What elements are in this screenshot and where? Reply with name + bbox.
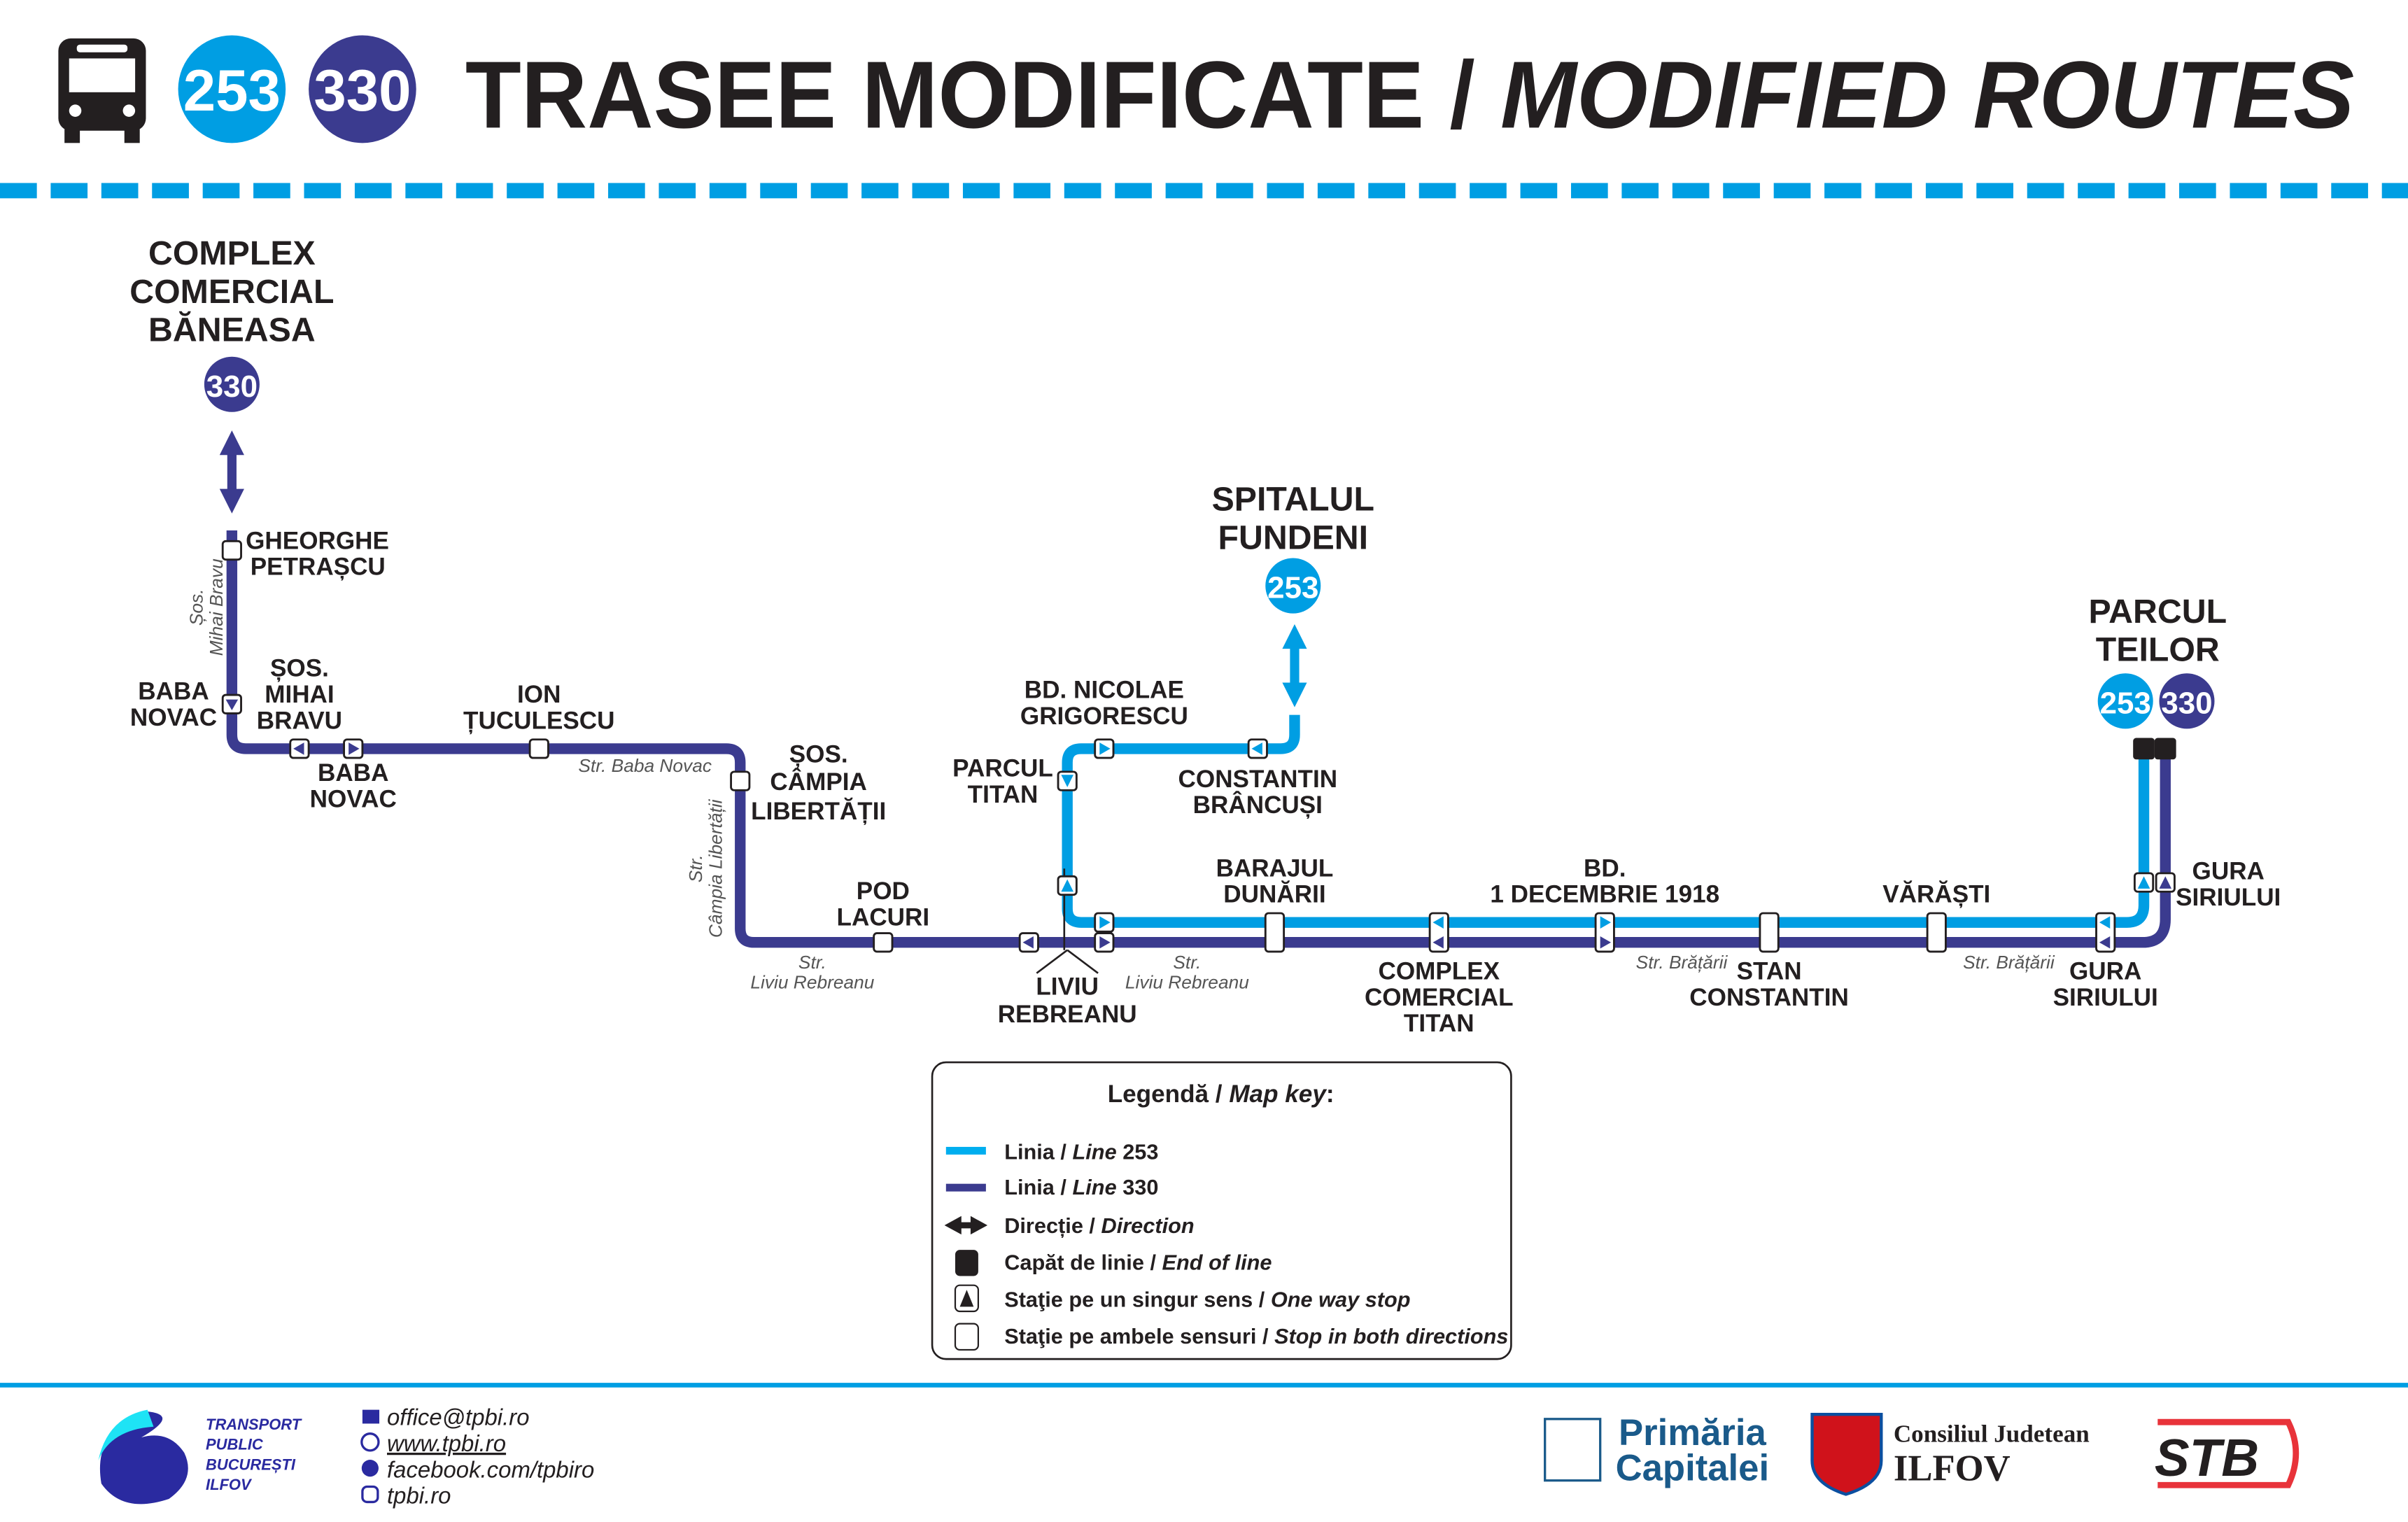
street-bratarii: Str. Brățării [1636,952,1728,973]
one-way-stop-icon [954,1284,980,1313]
street-campia-libertatii: Str.Câmpia Libertății [685,798,726,938]
direction-arrow-icon [219,430,244,514]
map-legend: Legendă / Map key: Linia / Line 253 Lini… [931,1061,1512,1360]
station-varasti: VĂRĂȘTI [1882,881,1990,908]
station-bd-1-decembrie: BD.1 DECEMBRIE 1918 [1490,854,1719,908]
street-liviu-rebreanu: Str.Liviu Rebreanu [1125,952,1249,993]
liviu-rebreanu-pointer [1066,949,1099,974]
stop-both-directions[interactable] [730,770,751,791]
badge-330 [204,356,260,412]
svg-text:STB: STB [2155,1428,2259,1487]
legend-item: Staţie pe ambele sensuri / Stop in both … [1004,1324,1508,1348]
badge-253 [2097,673,2153,729]
bus-icon [58,38,146,143]
stop-both-directions[interactable] [873,932,894,953]
svg-text:Capitalei: Capitalei [1616,1448,1769,1489]
liviu-rebreanu-pointer [1036,949,1068,974]
contact-website[interactable]: www.tpbi.ro [387,1430,506,1456]
legend-item: Linia / Line 253 [1004,1139,1158,1164]
legend-item: Linia / Line 330 [1004,1175,1158,1199]
both-directions-stop-icon [954,1323,980,1351]
page-title: TRASEE MODIFICATE / MODIFIED ROUTES [465,41,2354,148]
badge-330 [2159,673,2215,729]
badge-253-label: 253 [2100,686,2151,720]
stop-both-directions[interactable] [221,540,242,561]
end-of-line-icon [955,1250,978,1276]
end-of-line-253[interactable] [2133,738,2155,760]
svg-text:Primăria: Primăria [1619,1412,1766,1453]
svg-text:330: 330 [314,57,411,123]
contact-instagram[interactable]: tpbi.ro [387,1483,451,1509]
badge-330: 330 [309,35,416,143]
stop-both-directions[interactable] [1759,912,1780,953]
street-baba-novac: Str. Baba Novac [578,755,712,776]
stop-both-directions[interactable] [1264,912,1286,953]
stops [221,540,2176,953]
street-mihai-bravu: Șos.Mihai Bravu [186,558,227,656]
legend-item: Staţie pe un singur sens / One way stop [1004,1287,1410,1311]
direction-arrow-icon [944,1216,988,1235]
badge-330-label: 330 [2161,686,2212,720]
street-liviu-rebreanu: Str.Liviu Rebreanu [750,952,874,993]
legend-item: Capăt de linie / End of line [1004,1250,1272,1275]
line-253-route [1062,714,2150,928]
svg-text:253: 253 [183,57,281,123]
email-icon [362,1409,380,1424]
badge-253: 253 [178,35,286,143]
legend-item: Direcție / Direction [1004,1213,1194,1238]
cj-ilfov-logo: Consiliul Judetean ILFOV [1810,1413,2090,1496]
end-of-line-330[interactable] [2154,738,2176,760]
contacts: office@tpbi.ro www.tpbi.ro facebook.com/… [360,1404,594,1509]
street-bratarii: Str. Brățării [1963,952,2055,973]
stop-both-directions[interactable] [528,738,549,759]
badge-253 [1265,558,1321,614]
svg-text:ILFOV: ILFOV [1894,1449,2011,1489]
facebook-icon [361,1460,379,1477]
primaria-logo: Primăria Capitalei [1544,1412,1769,1489]
stop-both-directions[interactable] [1926,912,1947,953]
globe-icon [360,1432,380,1452]
contact-email[interactable]: office@tpbi.ro [387,1404,529,1430]
line-253-swatch [945,1146,986,1155]
line-330-route [226,530,2171,948]
instagram-icon [361,1485,379,1504]
badge-253-label: 253 [1267,571,1318,605]
stb-logo: STB [2155,1418,2300,1488]
legend-title: Legendă / Map key: [1108,1080,1335,1108]
svg-text:Consiliul Judetean: Consiliul Judetean [1894,1421,2090,1448]
badge-330-label: 330 [206,369,258,404]
contact-facebook[interactable]: facebook.com/tpbiro [387,1456,594,1482]
tpbi-logo [98,1409,188,1505]
direction-arrow-icon [1282,623,1307,707]
line-330-swatch [945,1183,986,1192]
